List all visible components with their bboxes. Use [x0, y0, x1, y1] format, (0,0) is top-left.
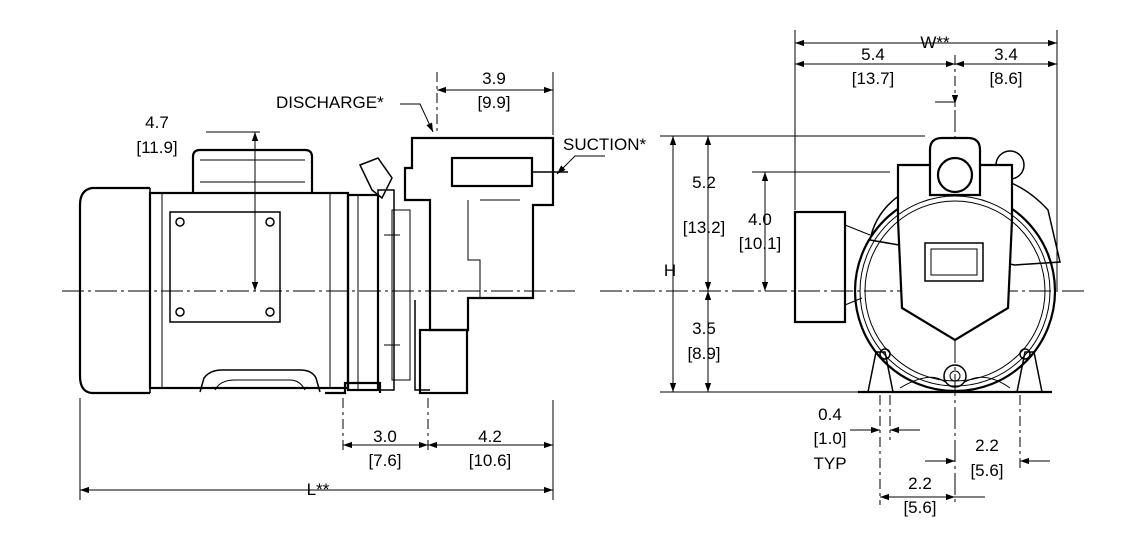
- dim-2-2-bottom: 2.2: [908, 474, 932, 493]
- dim-3-5-mm: [8.9]: [687, 344, 720, 363]
- dim-4-7-mm: [11.9]: [136, 138, 177, 157]
- dim-4-0-mm: [10.1]: [739, 234, 782, 253]
- dim-4-2: 4.2: [478, 427, 502, 446]
- dim-3-9: 3.9: [482, 69, 506, 88]
- dim-4-2-mm: [10.6]: [469, 451, 512, 470]
- dim-3-4-mm: [8.6]: [989, 69, 1022, 88]
- dim-5-4-mm: [13.7]: [852, 69, 895, 88]
- end-view-extension-lines: [660, 30, 1058, 505]
- end-view-dimension-lines: [669, 39, 1057, 501]
- typ-label: TYP: [813, 454, 846, 473]
- suction-label: SUCTION*: [563, 135, 647, 154]
- height-label: H: [664, 261, 676, 280]
- dim-5-2: 5.2: [692, 173, 716, 192]
- side-view-labels: DISCHARGE* SUCTION* 3.9 [9.9] 4.7 [11.9]…: [136, 69, 646, 499]
- side-view: [62, 136, 575, 395]
- end-view-labels: W** 5.4 [13.7] 3.4 [8.6] 5.2 [13.2] 4.0 …: [664, 33, 1023, 517]
- dim-0-4-mm: [1.0]: [813, 429, 846, 448]
- dim-4-0: 4.0: [748, 210, 772, 229]
- dim-5-4: 5.4: [861, 45, 885, 64]
- dim-5-2-mm: [13.2]: [683, 218, 726, 237]
- dim-3-4: 3.4: [994, 45, 1018, 64]
- dim-4-7: 4.7: [145, 113, 169, 132]
- width-label: W**: [920, 33, 950, 52]
- length-label: L**: [307, 480, 330, 499]
- dim-2-2-right-mm: [5.6]: [970, 461, 1003, 480]
- side-view-dimension-lines: [80, 86, 605, 494]
- end-view: [600, 110, 1085, 505]
- dim-0-4: 0.4: [818, 405, 842, 424]
- dim-3-0: 3.0: [373, 427, 397, 446]
- discharge-label: DISCHARGE*: [276, 93, 384, 112]
- dim-2-2-bottom-mm: [5.6]: [903, 498, 936, 517]
- dim-3-5: 3.5: [692, 319, 716, 338]
- dim-2-2-right: 2.2: [975, 436, 999, 455]
- dim-3-0-mm: [7.6]: [368, 451, 401, 470]
- dim-3-9-mm: [9.9]: [477, 93, 510, 112]
